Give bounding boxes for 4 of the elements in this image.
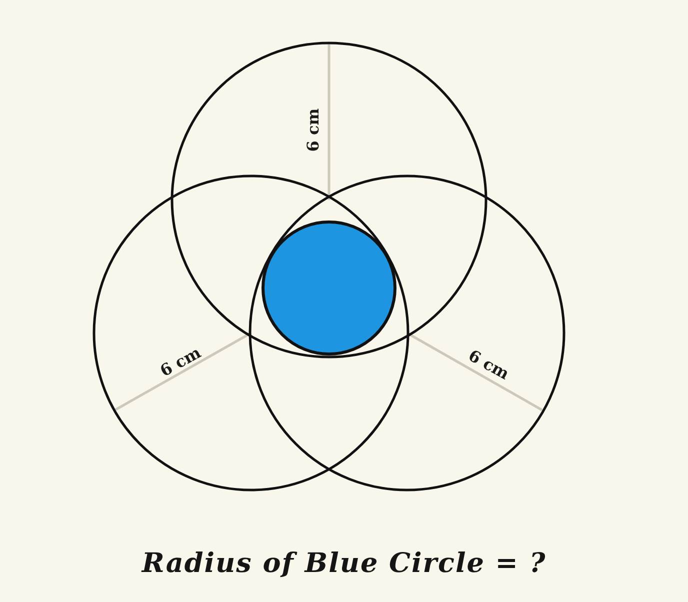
dimension-label: 6 cm <box>305 108 322 152</box>
dimension-label: 6 cm <box>157 344 204 380</box>
dimension-label: 6 cm <box>465 348 512 382</box>
caption: Radius of Blue Circle = ? <box>142 548 546 579</box>
